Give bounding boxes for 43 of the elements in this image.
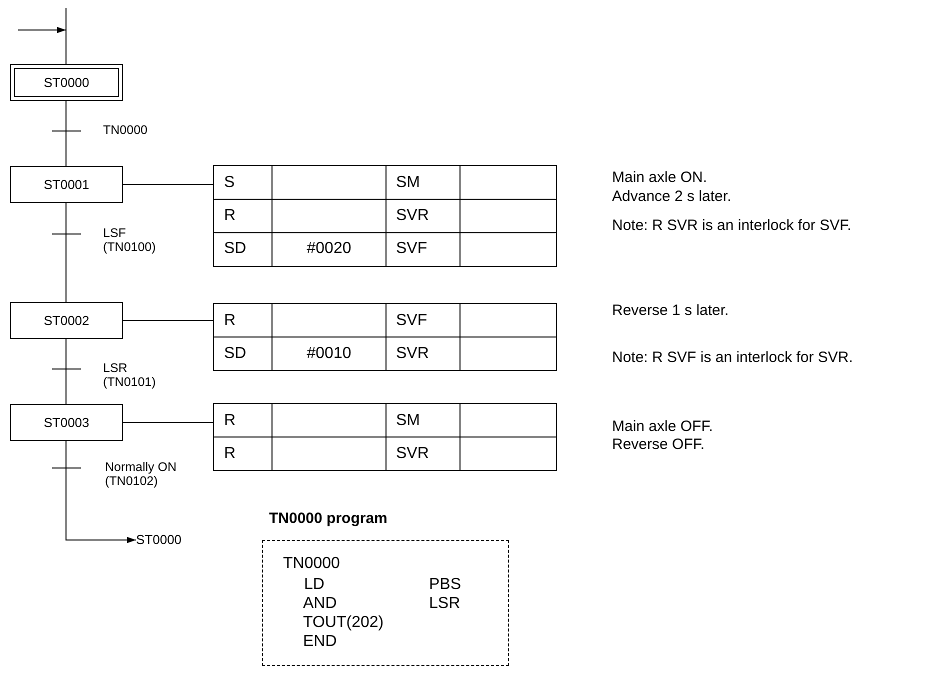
instruction-text: SVF [396, 240, 428, 258]
instruction-text: R [224, 312, 236, 330]
note-text: Main axle ON. [612, 169, 708, 186]
step-box [10, 404, 123, 441]
instruction-text: SVR [396, 207, 429, 225]
program-line: LSR [429, 595, 460, 613]
instruction-text: SD [224, 344, 246, 362]
step-reference: ST0000 [136, 533, 182, 548]
program-line: AND [303, 595, 337, 613]
instruction-text: SVR [396, 444, 429, 462]
instruction-text: SM [396, 412, 420, 430]
instruction-text: R [224, 207, 236, 225]
program-heading: TN0000 program [269, 511, 388, 528]
note-text: Note: R SVF is an interlock for SVR. [612, 349, 853, 366]
note-text: Main axle OFF. [612, 418, 713, 436]
step-label: ST0003 [44, 415, 90, 430]
instruction-text: S [224, 174, 235, 192]
program-line: END [303, 633, 337, 651]
program-line: TOUT(202) [303, 614, 384, 632]
note-text: Reverse OFF. [612, 436, 705, 454]
step-label: ST0000 [44, 75, 90, 90]
program-line: TN0000 [283, 555, 340, 573]
step-label: ST0002 [44, 313, 90, 328]
initial-step-box [10, 64, 123, 101]
instruction-text: R [224, 444, 236, 462]
action-table [213, 303, 557, 371]
preset-value: #0010 [306, 344, 352, 362]
program-line: LD [304, 576, 324, 594]
instruction-text: SVR [396, 344, 429, 362]
step-box [10, 166, 123, 203]
step-box [10, 302, 123, 339]
action-table [213, 165, 557, 267]
note-text: Advance 2 s later. [612, 188, 732, 206]
note-text: Reverse 1 s later. [612, 302, 729, 320]
instruction-text: SD [224, 240, 246, 258]
instruction-text: R [224, 412, 236, 430]
instruction-text: SM [396, 174, 420, 192]
preset-value: #0020 [306, 240, 352, 258]
instruction-text: SVF [396, 312, 428, 330]
program-line: PBS [429, 576, 462, 594]
note-text: Note: R SVR is an interlock for SVF. [612, 217, 852, 234]
step-label: ST0001 [44, 177, 90, 192]
action-table [213, 403, 557, 471]
